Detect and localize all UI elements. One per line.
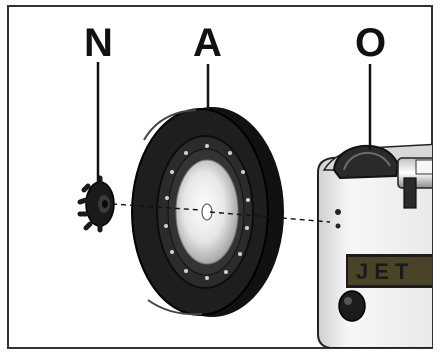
housing-hole [336, 224, 341, 229]
power-knob [339, 291, 365, 321]
brand-band: JET [346, 254, 441, 288]
grinder-housing: JET [318, 144, 441, 348]
callout-label-o: O [355, 21, 386, 65]
callout-label-n: N [84, 21, 113, 65]
housing-hole [335, 209, 341, 215]
brand-label: JET [356, 259, 414, 284]
grinding-wheel-a [132, 107, 284, 317]
callout-label-a: A [193, 21, 222, 65]
